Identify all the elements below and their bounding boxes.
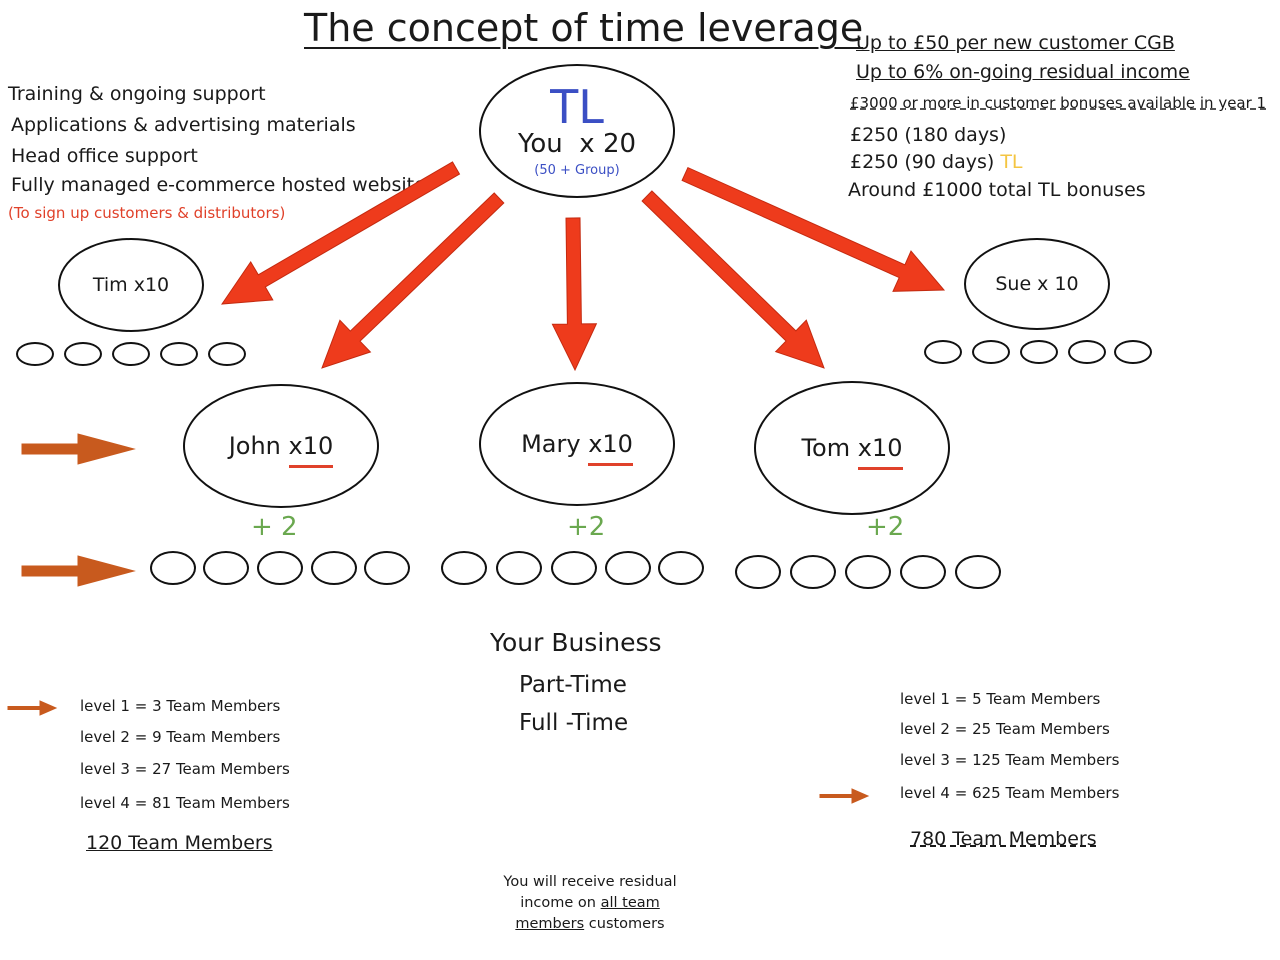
red-arrow-to-john <box>321 192 505 369</box>
node-mary-name: Mary <box>521 430 581 458</box>
benefit-head-office: Head office support <box>11 145 198 167</box>
node-john: John x10 <box>183 384 379 508</box>
arrow-shape <box>21 433 136 465</box>
benefit-training: Training & ongoing support <box>8 83 266 105</box>
member-circle <box>924 340 962 364</box>
member-circle <box>160 342 198 366</box>
member-circle <box>1068 340 1106 364</box>
node-mary-multiplier: x10 <box>588 430 633 458</box>
right-level-4: level 4 = 625 Team Members <box>900 784 1120 802</box>
right-total: 780 Team Members <box>910 828 1097 850</box>
node-you-sub: (50 + Group) <box>534 162 620 178</box>
member-circle <box>955 555 1001 589</box>
member-circle <box>1114 340 1152 364</box>
left-total: 120 Team Members <box>86 832 273 854</box>
node-tim: Tim x10 <box>58 238 204 332</box>
residual-footnote: You will receive residual income on all … <box>490 872 690 935</box>
footnote-underlined: all team members <box>515 895 660 932</box>
member-circle <box>64 342 102 366</box>
bonus-180-line: £250 (180 days) <box>850 124 1007 146</box>
business-full-time: Full -Time <box>519 710 629 736</box>
node-tom-multiplier: x10 <box>857 434 903 462</box>
bonus-90-line: £250 (90 days) TL <box>850 151 1023 173</box>
node-tom: Tom x10 <box>754 381 950 515</box>
member-circle <box>1020 340 1058 364</box>
plus-mary: +2 <box>567 512 606 542</box>
orange-arrow-left-levels <box>7 700 58 716</box>
right-level-3: level 3 = 125 Team Members <box>900 751 1120 769</box>
plus-john: + 2 <box>251 512 298 542</box>
benefit-applications: Applications & advertising materials <box>11 114 356 136</box>
residual-line: Up to 6% on-going residual income <box>856 61 1190 83</box>
member-circle <box>551 551 597 585</box>
left-level-4: level 4 = 81 Team Members <box>80 794 290 812</box>
red-arrow-to-tom <box>641 190 825 369</box>
member-circle <box>790 555 836 589</box>
node-sue-label: Sue x 10 <box>995 273 1079 295</box>
business-part-time: Part-Time <box>519 672 627 698</box>
signup-note: (To sign up customers & distributors) <box>8 204 286 222</box>
bonuses-line: £3000 or more in customer bonuses availa… <box>850 94 1267 112</box>
footnote-part1: You will receive residual income on <box>503 874 677 911</box>
member-circle <box>658 551 704 585</box>
tl-tag-blue: TL <box>550 79 604 134</box>
arrow-shape <box>7 700 58 716</box>
arrow-shape <box>681 166 946 292</box>
footnote-part2: customers <box>584 916 665 932</box>
benefit-website: Fully managed e-commerce hosted website <box>11 174 426 196</box>
bonus-90-text: £250 (90 days) <box>850 151 995 173</box>
orange-arrow-row2 <box>21 555 136 587</box>
node-john-multiplier: x10 <box>288 432 334 460</box>
left-level-3: level 3 = 27 Team Members <box>80 760 290 778</box>
node-tom-name: Tom <box>801 434 851 462</box>
arrow-shape <box>21 555 136 587</box>
node-john-label: John x10 <box>229 432 334 460</box>
left-level-1: level 1 = 3 Team Members <box>80 697 281 715</box>
node-you-label: You x 20 <box>517 128 637 159</box>
member-circle <box>441 551 487 585</box>
orange-arrow-row1 <box>21 433 136 465</box>
member-circle <box>845 555 891 589</box>
member-circle <box>605 551 651 585</box>
right-level-2: level 2 = 25 Team Members <box>900 720 1110 738</box>
node-sue: Sue x 10 <box>964 238 1110 330</box>
node-john-name: John <box>228 432 281 460</box>
member-circle <box>150 551 196 585</box>
member-circle <box>496 551 542 585</box>
red-arrow-to-sue <box>681 166 946 292</box>
member-circle <box>735 555 781 589</box>
plus-tom: +2 <box>866 512 905 542</box>
page-title: The concept of time leverage <box>304 6 864 50</box>
arrow-shape <box>321 192 505 369</box>
node-you: TL You x 20 (50 + Group) <box>479 64 675 198</box>
member-circle <box>112 342 150 366</box>
tl-tag-yellow: TL <box>1000 151 1023 173</box>
member-circle <box>900 555 946 589</box>
member-circle <box>972 340 1010 364</box>
red-arrow-to-tim <box>220 161 461 305</box>
arrow-shape <box>220 161 461 305</box>
node-mary: Mary x10 <box>479 382 675 506</box>
member-circle <box>311 551 357 585</box>
arrow-shape <box>551 217 598 372</box>
member-circle <box>203 551 249 585</box>
node-tim-label: Tim x10 <box>92 274 170 296</box>
red-arrow-to-mary <box>551 217 598 372</box>
member-circle <box>208 342 246 366</box>
arrow-shape <box>641 190 825 369</box>
cgb-line: Up to £50 per new customer CGB <box>856 32 1175 54</box>
right-level-1: level 1 = 5 Team Members <box>900 690 1101 708</box>
node-mary-label: Mary x10 <box>521 430 633 458</box>
total-tl-line: Around £1000 total TL bonuses <box>848 179 1146 201</box>
member-circle <box>257 551 303 585</box>
member-circle <box>364 551 410 585</box>
left-level-2: level 2 = 9 Team Members <box>80 728 281 746</box>
arrow-shape <box>819 788 870 804</box>
orange-arrow-right-levels <box>819 788 870 804</box>
member-circle <box>16 342 54 366</box>
node-tom-label: Tom x10 <box>801 434 902 462</box>
business-heading: Your Business <box>490 628 662 657</box>
